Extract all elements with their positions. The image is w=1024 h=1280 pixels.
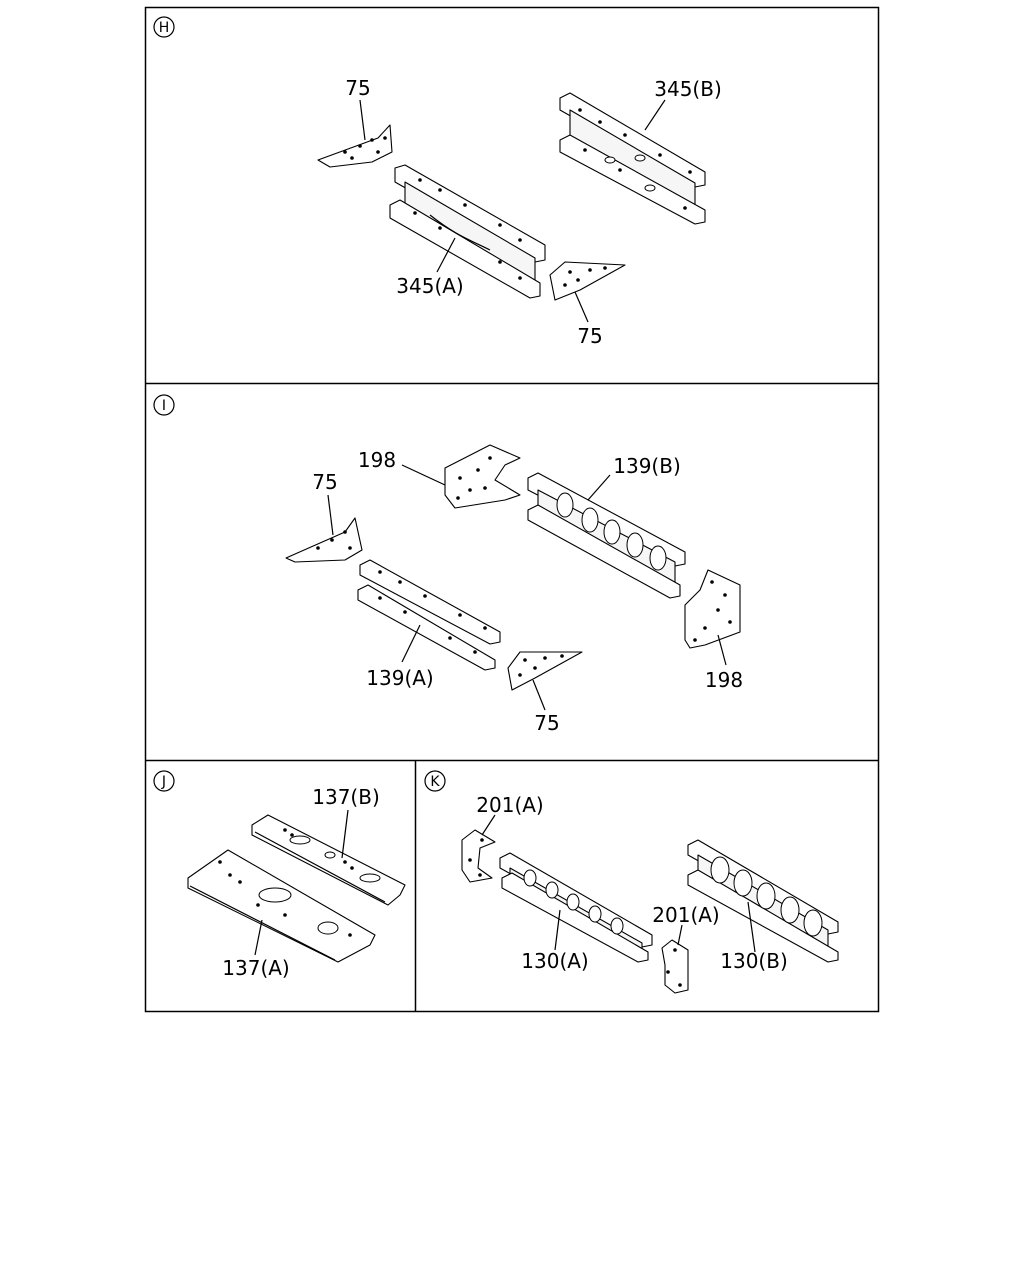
section-i: I 75 198 139(B) (153, 394, 743, 735)
part-137a-plate (187, 849, 376, 963)
part-201a-bracket-top (461, 829, 496, 883)
part-345a-crossmember (389, 164, 546, 299)
section-j: J 137(B) 137(A) (153, 770, 406, 980)
part-75-gusset-top-left (317, 124, 393, 168)
part-75-gusset-bottom-i (507, 651, 583, 691)
label-75-left: 75 (312, 470, 337, 494)
part-201a-bracket-middle (661, 939, 689, 994)
diagram-frame (144, 6, 880, 1013)
label-75-top: 75 (345, 76, 370, 100)
label-137a: 137(A) (222, 956, 289, 980)
section-k: K 201(A) 130(A) 201(A) (424, 770, 839, 994)
label-345b: 345(B) (654, 77, 722, 101)
label-75-bottom: 75 (577, 324, 602, 348)
part-130a-crossmember (499, 852, 653, 963)
part-130b-crossmember (687, 839, 839, 963)
part-75-gusset-left (285, 517, 363, 563)
part-139a-crossmember (357, 559, 501, 671)
svg-text:J: J (161, 774, 166, 790)
label-130b: 130(B) (720, 949, 788, 973)
section-j-marker: J (153, 770, 175, 792)
label-201a-middle: 201(A) (652, 903, 719, 927)
svg-text:K: K (430, 774, 440, 790)
part-137b-plate (251, 814, 406, 906)
part-345b-crossmember (559, 92, 706, 225)
section-h-marker: H (153, 16, 175, 38)
section-k-marker: K (424, 770, 446, 792)
label-201a-top: 201(A) (476, 793, 543, 817)
part-198-bracket-right (684, 569, 741, 649)
label-139a: 139(A) (366, 666, 433, 690)
part-75-gusset-bottom (549, 261, 626, 301)
section-i-marker: I (153, 394, 175, 416)
label-139b: 139(B) (613, 454, 681, 478)
label-75-bottom-i: 75 (534, 711, 559, 735)
label-137b: 137(B) (312, 785, 380, 809)
label-198-right: 198 (705, 668, 743, 692)
label-198-top: 198 (358, 448, 396, 472)
svg-text:I: I (162, 398, 166, 414)
label-130a: 130(A) (521, 949, 588, 973)
label-345a: 345(A) (396, 274, 463, 298)
svg-text:H: H (159, 20, 170, 36)
part-139b-crossmember (527, 472, 686, 599)
section-h: H 75 345(A) (153, 16, 722, 348)
part-198-bracket-top (444, 444, 521, 509)
